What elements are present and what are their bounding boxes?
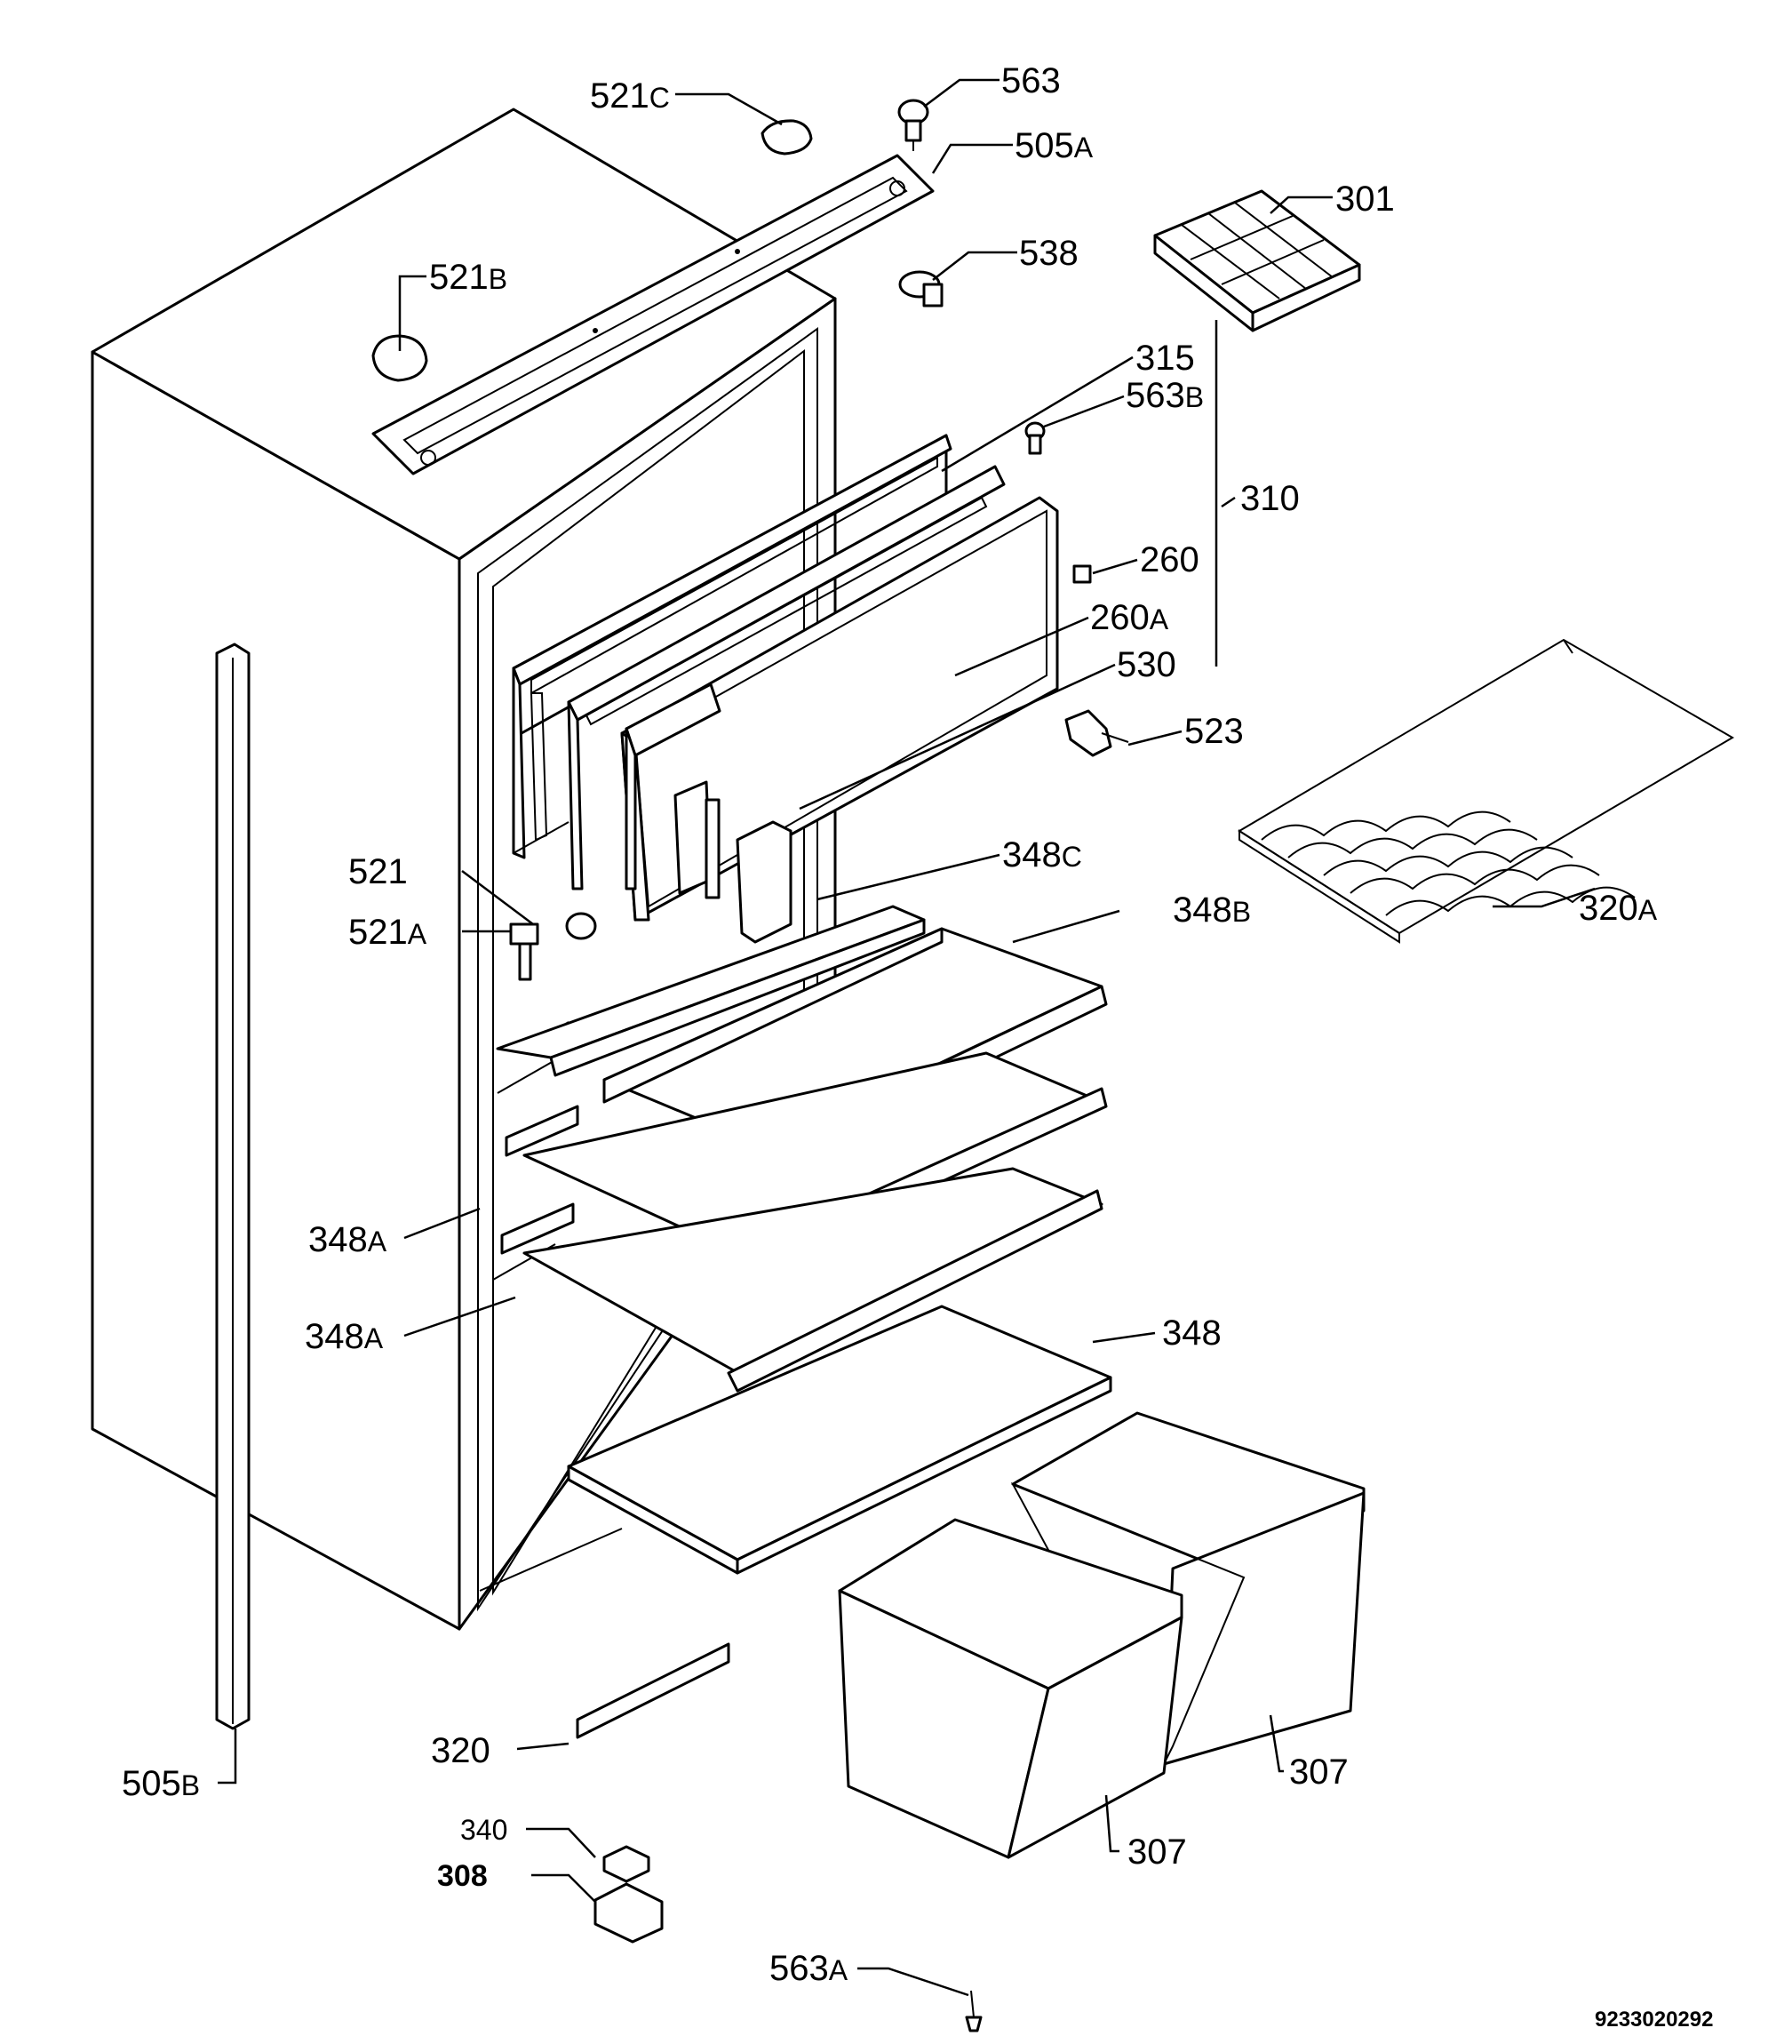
callout-521c: 521C	[590, 76, 670, 116]
callout-530: 530	[1117, 645, 1176, 684]
hinge-523	[1064, 709, 1129, 757]
callout-310: 310	[1240, 479, 1300, 518]
trim-strip-505b	[215, 643, 251, 1730]
ice-tray-301	[1153, 189, 1361, 332]
callout-307-right: 307	[1289, 1753, 1349, 1792]
handle-530	[625, 683, 721, 895]
callout-labels: 521C 563 505A 301 521B 538 315 563B 310 …	[122, 61, 1713, 2032]
pin-563a	[965, 1990, 983, 2032]
shelf-348a-lower	[500, 1167, 1103, 1393]
leader-lines	[218, 78, 1596, 1997]
clip-260	[1072, 564, 1092, 584]
callout-348b: 348B	[1173, 890, 1251, 930]
callout-563b: 563B	[1126, 376, 1204, 415]
shelf-348c	[496, 905, 926, 1077]
door-inner-frame	[567, 465, 1006, 890]
rail-320	[576, 1642, 730, 1739]
crisper-left-307	[838, 1518, 1183, 1859]
cap-521c	[761, 119, 813, 156]
flap-bracket	[705, 798, 792, 944]
glass-plate-348	[567, 1305, 1112, 1575]
callout-563: 563	[1001, 61, 1061, 100]
callout-505b: 505B	[122, 1764, 200, 1803]
door-gasket-315	[512, 434, 952, 859]
callout-348a-upper: 348A	[308, 1220, 387, 1259]
callout-348: 348	[1162, 1313, 1222, 1353]
callout-315: 315	[1135, 339, 1195, 378]
cap-521b	[371, 334, 428, 382]
callout-308: 308	[437, 1859, 488, 1893]
part-308	[593, 1882, 664, 1944]
callout-307-bottom: 307	[1127, 1832, 1187, 1872]
part-340	[602, 1845, 650, 1883]
callout-348a-lower: 348A	[305, 1317, 384, 1356]
pin-563b	[1024, 421, 1046, 455]
clip-521a	[509, 922, 539, 981]
callout-523: 523	[1184, 712, 1244, 751]
callout-260: 260	[1140, 540, 1199, 579]
callout-521b: 521B	[429, 258, 507, 297]
cabinet	[91, 108, 837, 1631]
callout-348c: 348C	[1002, 835, 1082, 874]
callout-260a: 260A	[1090, 598, 1169, 637]
hinge-538	[898, 270, 944, 307]
callout-521: 521	[348, 852, 408, 891]
callout-301: 301	[1335, 180, 1395, 219]
document-number: 9233020292	[1595, 2008, 1713, 2032]
callout-538: 538	[1019, 234, 1079, 273]
callout-340: 340	[460, 1814, 507, 1846]
callout-320a: 320A	[1579, 889, 1658, 928]
cap-521	[565, 912, 597, 940]
callout-320: 320	[431, 1731, 490, 1770]
callout-563a: 563A	[769, 1949, 848, 1988]
callout-505a: 505A	[1015, 126, 1094, 165]
wine-rack-320a	[1238, 638, 1734, 944]
callout-521a: 521A	[348, 913, 427, 952]
top-rail-505a	[371, 154, 935, 475]
crisper-right-307	[1010, 1411, 1366, 1767]
hinge-pin-563	[897, 99, 929, 151]
